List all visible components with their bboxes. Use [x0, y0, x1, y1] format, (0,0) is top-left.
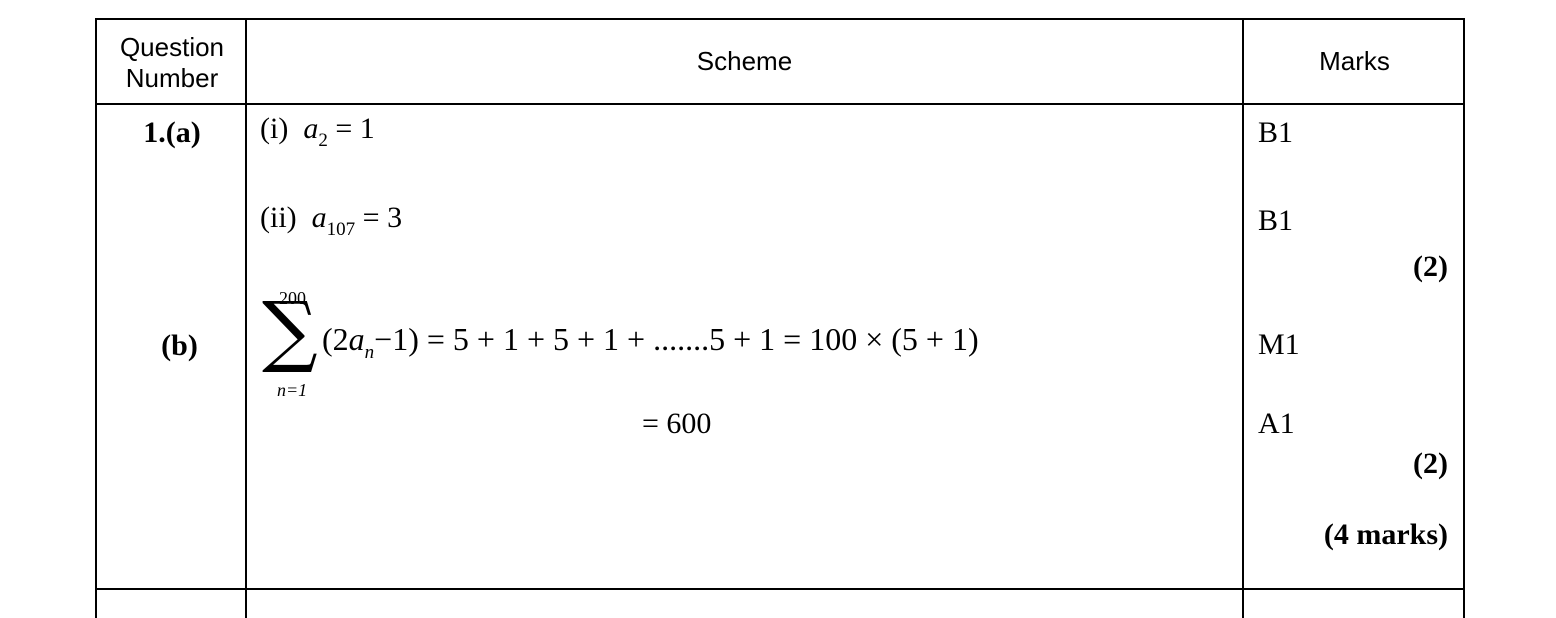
scheme-a-i: (i) a2 = 1 — [260, 112, 375, 151]
header-question-number: Question Number — [119, 32, 225, 93]
expr-rest: −1) = 5 + 1 + 5 + 1 + .......5 + 1 = 100… — [374, 321, 979, 357]
mark-a-ii: B1 — [1258, 204, 1294, 237]
column-divider — [1242, 20, 1244, 618]
expr-subscript: n — [364, 342, 375, 363]
term-variable: a — [311, 201, 327, 234]
mark-a-i: B1 — [1258, 116, 1294, 149]
header-divider — [97, 103, 1463, 105]
term-rhs: = 1 — [335, 112, 375, 145]
question-label-a: 1.(a) — [143, 116, 201, 149]
scheme-b-expression: (2an−1) = 5 + 1 + 5 + 1 + .......5 + 1 =… — [322, 321, 979, 362]
sum-upper-limit: 200 — [279, 288, 306, 308]
mark-b-m: M1 — [1258, 328, 1300, 361]
scheme-b-result: = 600 — [642, 407, 712, 440]
mark-grand-total: (4 marks) — [1323, 518, 1448, 551]
part-i-prefix: (i) — [260, 112, 289, 145]
mark-a-total: (2) — [1413, 250, 1448, 283]
term-subscript: 2 — [318, 130, 328, 151]
header-scheme: Scheme — [696, 46, 793, 76]
mark-scheme-table: Question Number Scheme Marks 1.(a) (b) (… — [95, 18, 1465, 618]
term-rhs: = 3 — [362, 201, 403, 234]
scheme-a-ii: (ii) a107 = 3 — [260, 201, 403, 240]
question-label-b: (b) — [161, 329, 198, 362]
term-variable: a — [303, 112, 319, 145]
part-ii-prefix: (ii) — [260, 201, 297, 234]
summation-symbol: ∑ — [262, 286, 318, 376]
expr-open: (2 — [322, 321, 349, 357]
sum-lower-limit: n=1 — [277, 380, 308, 400]
table-bottom-line — [97, 588, 1463, 590]
mark-b-a: A1 — [1258, 407, 1295, 440]
column-divider — [245, 20, 247, 618]
header-marks: Marks — [1319, 46, 1390, 76]
expr-variable: a — [348, 321, 365, 357]
term-subscript: 107 — [326, 219, 356, 240]
mark-b-total: (2) — [1413, 447, 1448, 480]
